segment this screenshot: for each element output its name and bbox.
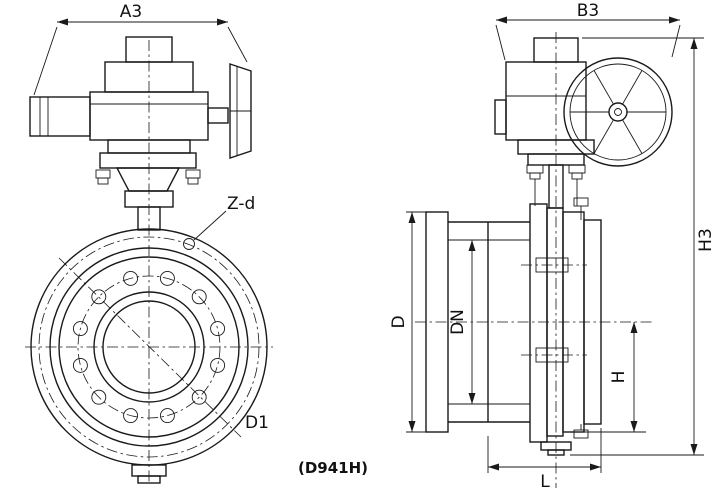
- seat-ring-bolt-circle: [77, 275, 221, 419]
- dimension-b3: B3: [495, 1, 681, 61]
- stem-neck-front: [137, 206, 161, 231]
- bottom-boss-front: [131, 464, 167, 484]
- bracket-bolt-right: [568, 164, 586, 174]
- front-centerlines: [25, 40, 273, 482]
- flange-bolt-bottom: [573, 429, 589, 439]
- front-view: A3 Z-d D1: [25, 2, 273, 484]
- flange-bolt-top: [573, 197, 589, 207]
- handwheel-rim-outer: [563, 57, 673, 167]
- companion-flange-side: [425, 211, 449, 433]
- handwheel-spokes: [570, 70, 666, 154]
- actuator-body-side: [505, 61, 587, 141]
- handwheel-hub: [608, 102, 628, 122]
- dimension-d: D: [389, 211, 426, 433]
- handwheel-front: [229, 63, 252, 159]
- label-d1: D1: [245, 413, 269, 433]
- bolt-holes: [72, 270, 226, 424]
- drawing-caption: (D941H): [298, 459, 368, 477]
- handwheel-shaft-front: [207, 107, 229, 124]
- label-a3: A3: [120, 2, 142, 22]
- dimension-h: H: [584, 322, 646, 433]
- dimension-dn: DN: [448, 240, 476, 404]
- motor-front: [29, 96, 91, 137]
- disc-retaining-bolts: [521, 257, 587, 363]
- bracket-bolt-left: [526, 164, 544, 174]
- valve-body-side: [425, 197, 602, 456]
- actuator-front: [29, 36, 252, 159]
- stud-bolt-right: [185, 169, 201, 179]
- stud-bolt-left: [95, 169, 111, 179]
- handwheel-side: [563, 57, 673, 167]
- label-dn: DN: [448, 309, 468, 335]
- dimension-h3: H3: [570, 37, 716, 456]
- side-view: B3 H3 D DN H: [389, 1, 716, 492]
- bolt-circle-diagonal-line: [58, 257, 242, 438]
- label-d: D: [389, 315, 409, 328]
- label-h3: H3: [696, 228, 716, 252]
- label-z-d: Z-d: [227, 194, 255, 214]
- dimension-l: L: [487, 428, 602, 492]
- label-h: H: [609, 371, 629, 384]
- flange-bolt-circle: [38, 236, 260, 458]
- body-center-plate: [529, 203, 548, 443]
- actuator-side: [494, 37, 595, 209]
- end-flange-side: [583, 219, 602, 425]
- label-b3: B3: [577, 1, 599, 21]
- side-centerlines: [415, 32, 652, 488]
- dimension-a3: A3: [33, 2, 248, 96]
- bore-circle: [93, 291, 205, 403]
- yoke-bracket-front: [95, 139, 201, 231]
- flange-hole-reference: [183, 238, 195, 250]
- callout-z-d: Z-d: [183, 194, 255, 250]
- label-l: L: [540, 472, 550, 492]
